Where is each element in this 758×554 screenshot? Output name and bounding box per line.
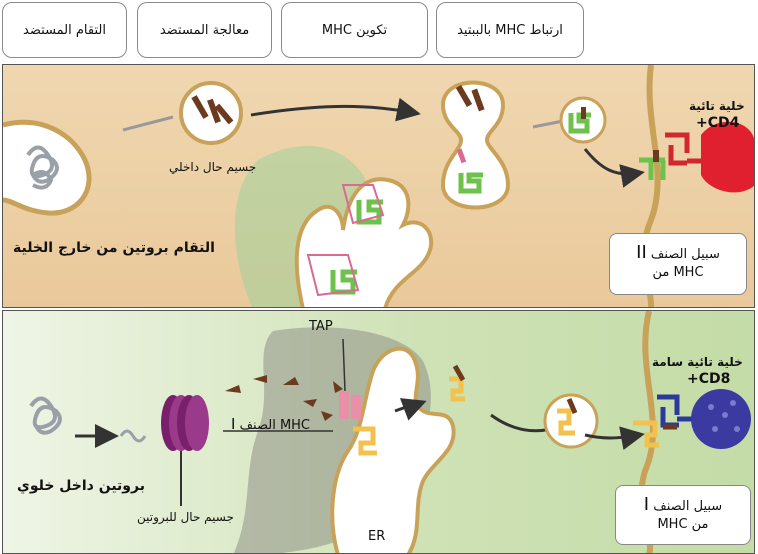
mhc-peptide-vesicle: [559, 96, 607, 144]
endosome: [179, 81, 243, 145]
cd8-t-cell: [691, 389, 751, 449]
arrow-to-vesicle: [490, 413, 552, 433]
proteasome: [161, 395, 209, 451]
pathway-text: سبيل الصنف: [653, 499, 723, 514]
tcr-cd8: [657, 394, 693, 428]
arrow-endosome-fusion: [250, 97, 421, 122]
mhc-class-i-panel: بروتين داخل خلوي جسيم حال للبروتين MHC ا…: [2, 310, 755, 554]
pathway-text: سبيل الصنف: [650, 247, 720, 262]
golgi-lobe: [294, 177, 434, 307]
pathway-numeral: II: [636, 242, 647, 263]
arrow-fusion-vesicle: [532, 119, 564, 129]
er-lumen: [330, 346, 456, 553]
stage-tab-uptake: التقام المستضد: [2, 2, 127, 58]
endosome-peptides: [191, 95, 234, 125]
stage-label: التقام المستضد: [23, 22, 106, 38]
arrow-to-surface: [583, 148, 645, 188]
mhc-class-ii-illustration: [3, 65, 754, 307]
stage-label: معالجة المستضد: [159, 22, 250, 38]
arrow-pit-endosome: [122, 115, 174, 132]
tap-transporter: [339, 391, 361, 419]
stage-tab-processing: معالجة المستضد: [137, 2, 272, 58]
tcr-cd4: [665, 132, 701, 166]
mhc-class-ii-panel: جسيم حال داخلي التقام بروتين من خارج الخ…: [2, 64, 755, 308]
arrow-er-golgi: [394, 398, 427, 421]
fusion-vesicle: [440, 80, 511, 210]
stage-tab-mhc-formation: تكوين MHC: [281, 2, 428, 58]
surface-mhc-ii: [639, 150, 666, 180]
mhc-class-i-illustration: [29, 311, 751, 553]
mhc-i-vesicle: [543, 393, 599, 449]
intracellular-protein: [29, 396, 62, 435]
peptide-fragments: [225, 375, 343, 421]
stage-label: ارتباط MHC بالببتيد: [457, 22, 563, 38]
er-mhc-i: [353, 426, 377, 456]
stage-label: تكوين MHC: [321, 22, 388, 38]
surface-mhc-i: [633, 420, 659, 448]
class-ii-pathway-callout: سبيل الصنف II MHC من: [609, 233, 747, 295]
pathway-numeral: I: [643, 494, 650, 515]
stage-tab-binding: ارتباط MHC بالببتيد: [436, 2, 584, 58]
arrow-to-surface: [584, 426, 645, 451]
cd4-t-cell: [701, 121, 754, 193]
class-i-pathway-callout: سبيل الصنف I من MHC: [615, 485, 751, 545]
extracellular-protein: [26, 145, 59, 190]
pathway-text-2: MHC من: [652, 265, 704, 280]
endocytic-pit: [3, 119, 92, 216]
pathway-text-2: من MHC: [657, 517, 709, 532]
